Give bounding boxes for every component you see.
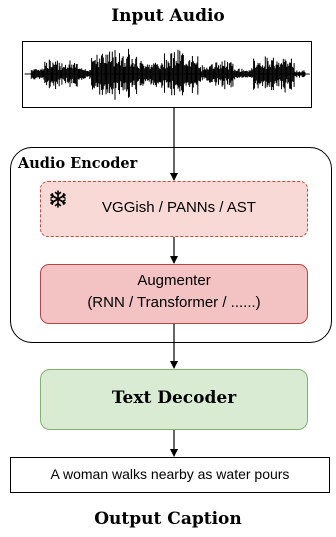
augmenter-options: (RNN / Transformer / ......) bbox=[87, 294, 261, 311]
frozen-pretrained-encoder-box bbox=[40, 181, 308, 237]
augmenter-title: Augmenter bbox=[137, 272, 211, 289]
caption-output-box bbox=[10, 457, 330, 493]
caption-text: A woman walks nearby as water pours bbox=[50, 466, 290, 482]
frozen-encoder-label: VGGish / PANNs / AST bbox=[102, 199, 256, 216]
augmenter-box bbox=[40, 264, 308, 324]
input-audio-title: Input Audio bbox=[111, 6, 225, 26]
audio-encoder-label: Audio Encoder bbox=[18, 155, 138, 172]
text-decoder-label: Text Decoder bbox=[111, 388, 237, 408]
waveform-graphic bbox=[24, 48, 310, 100]
audio-waveform bbox=[22, 41, 312, 108]
snowflake-icon bbox=[50, 190, 66, 208]
text-decoder-box bbox=[40, 369, 308, 430]
output-caption-title: Output Caption bbox=[94, 509, 242, 529]
